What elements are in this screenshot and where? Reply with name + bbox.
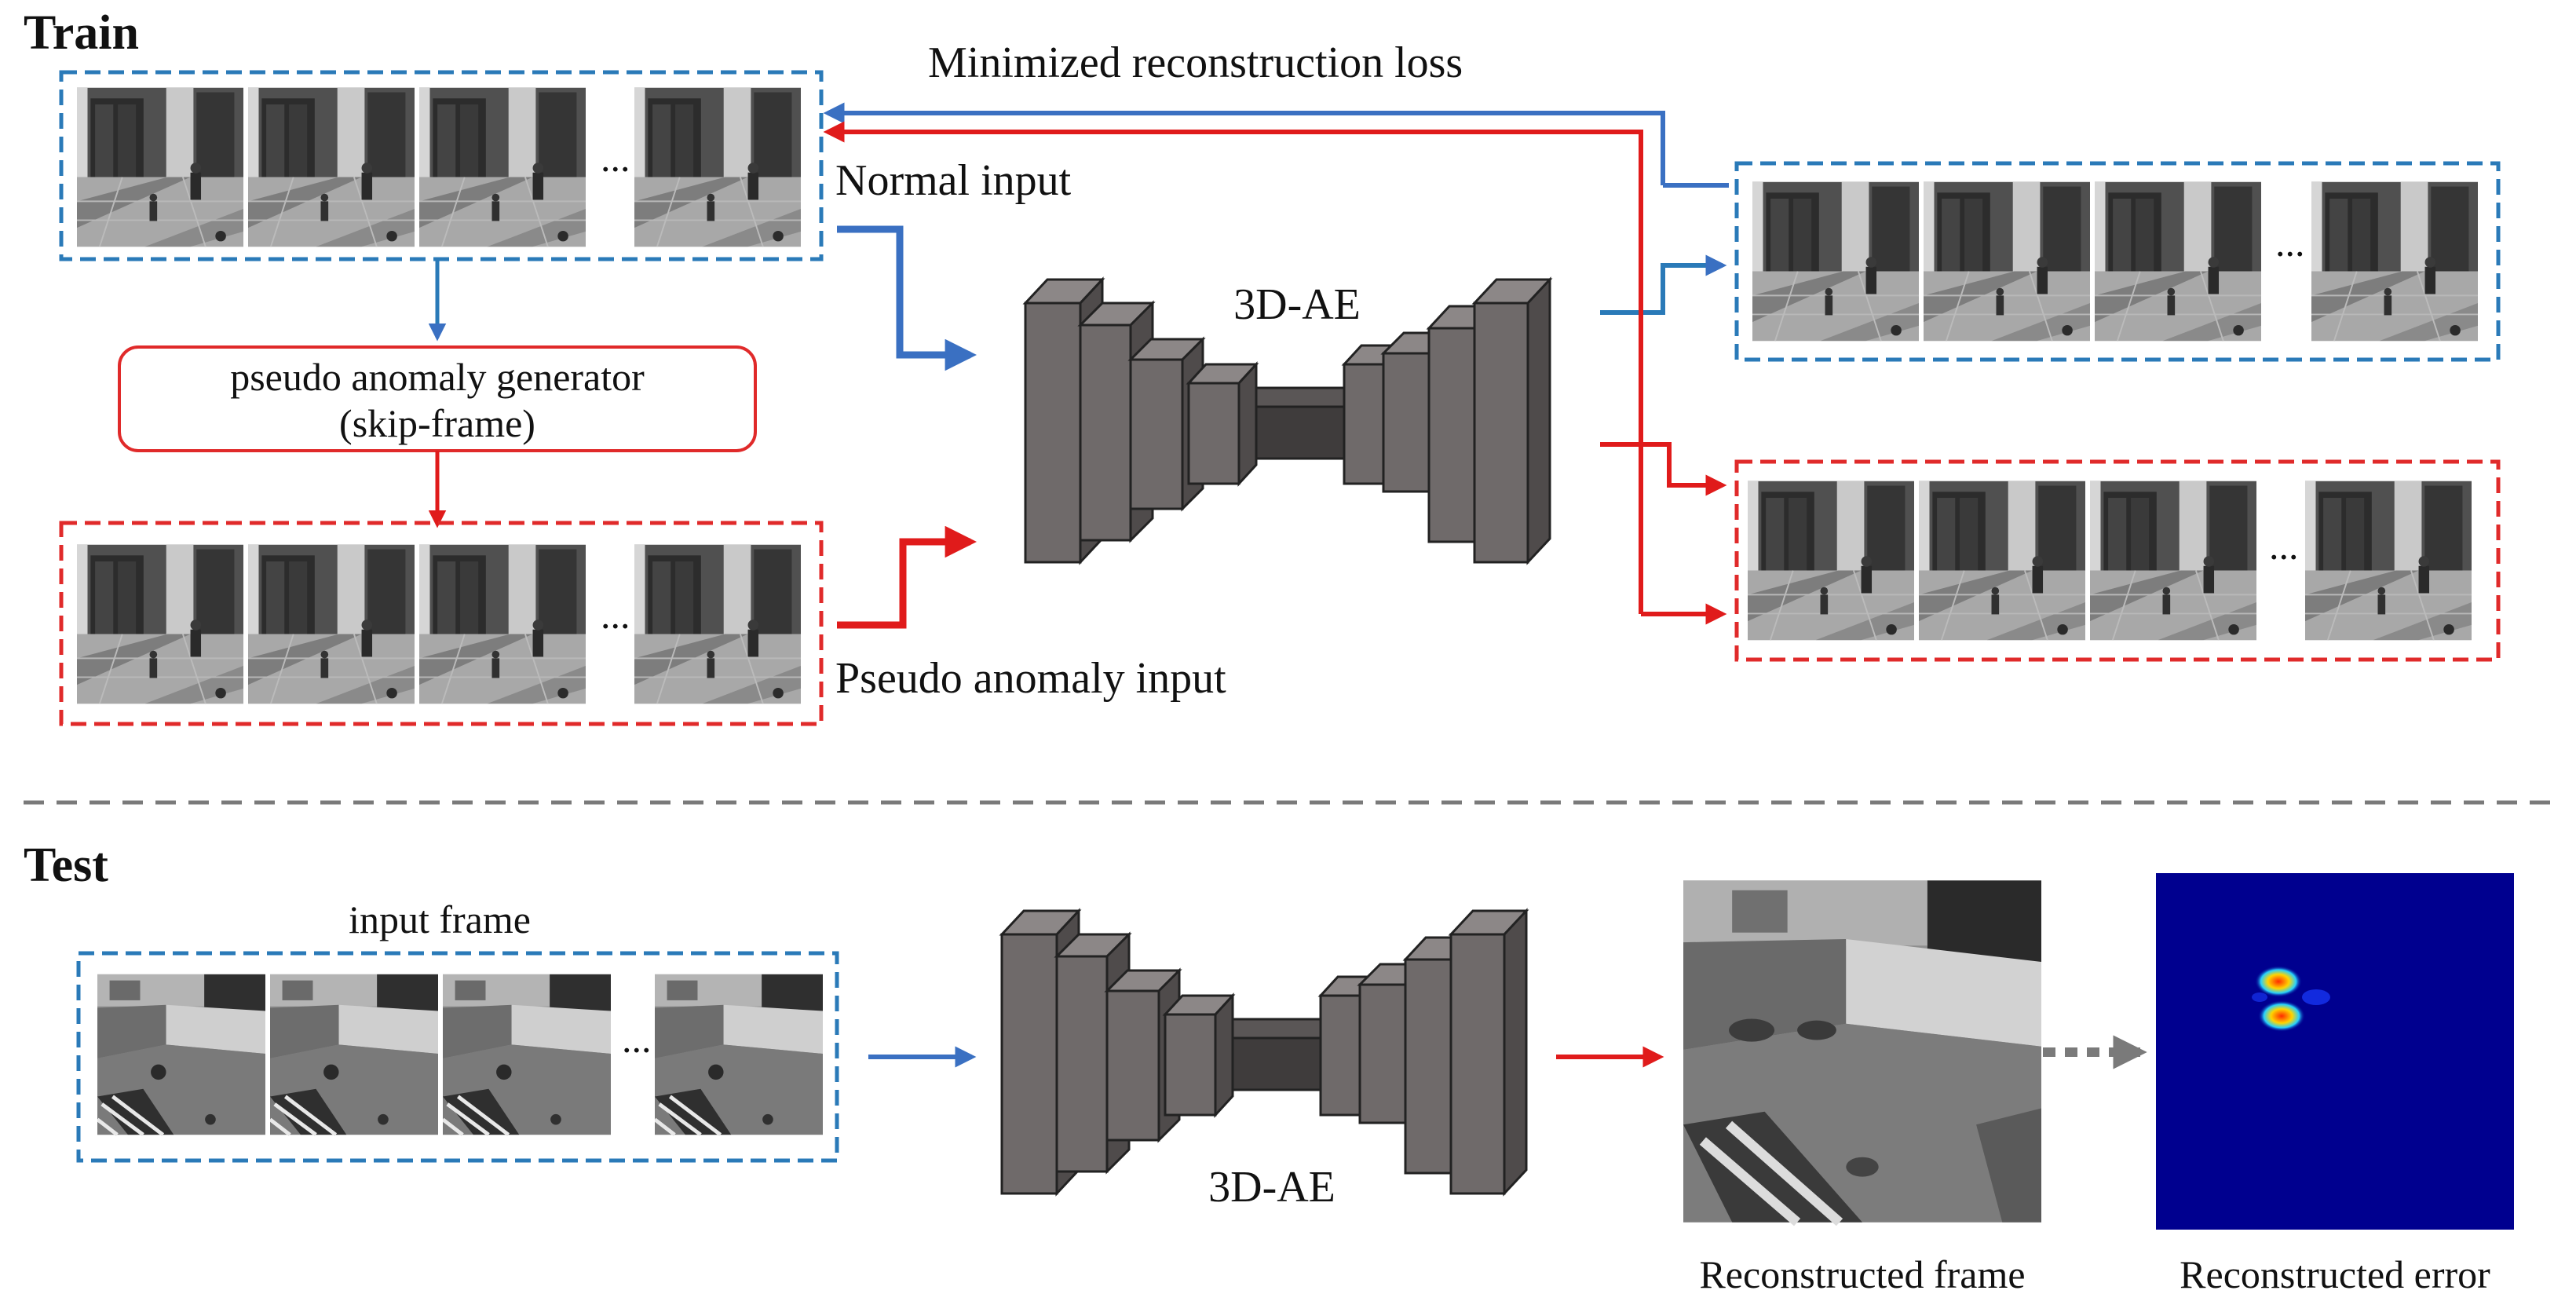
pseudo-input-arrow: [837, 525, 977, 629]
pseudo-anomaly-generator: pseudo anomaly generator (skip-frame): [118, 345, 757, 452]
reconstructed-error-label: Reconstructed error: [2180, 1252, 2490, 1296]
normal-reconstruction-clip: ...: [1734, 161, 2501, 362]
pseudo-recon-ellipsis: ...: [2269, 524, 2299, 568]
normal-input-clip: ...: [59, 70, 824, 261]
pseudo-input-frame-2: [248, 543, 415, 705]
test-input-frame-3: [443, 974, 611, 1135]
normal-input-frame-2: [248, 86, 415, 248]
normal-input-frame-3: [419, 86, 586, 248]
normal-output-arrow: [1600, 254, 1727, 315]
pseudo-recon-frame-1: [1748, 480, 1914, 642]
test-3d-autoencoder: 3D-AE: [999, 908, 1529, 1212]
test-input-frame-2: [270, 974, 438, 1135]
pseudo-recon-frame-n: [2305, 480, 2472, 642]
pseudo-recon-frame-3: [2090, 480, 2256, 642]
loss-label: Minimized reconstruction loss: [928, 38, 1463, 87]
normal-input-label: Normal input: [835, 156, 1072, 205]
normal-input-ellipsis: ...: [601, 136, 630, 180]
test-input-clip: ...: [76, 951, 839, 1163]
normal-input-arrow: [837, 225, 977, 371]
train-section-title: Train: [24, 6, 139, 60]
pseudo-output-arrow-top: [1600, 442, 1727, 496]
pseudo-input-ellipsis: ...: [601, 593, 630, 637]
normal-recon-frame-n: [2311, 181, 2478, 342]
pseudo-input-frame-n: [634, 543, 801, 705]
test-input-ellipsis: ...: [622, 1017, 652, 1061]
normal-recon-frame-3: [2095, 181, 2261, 342]
test-input-label: input frame: [349, 897, 531, 941]
pseudo-reconstruction-clip: ...: [1734, 459, 2501, 662]
pseudo-loss-feedback-arrow: [823, 121, 1643, 614]
reconstructed-error-heatmap: [2156, 873, 2514, 1230]
normal-recon-frame-2: [1924, 181, 2090, 342]
train-model-label: 3D-AE: [1233, 280, 1361, 329]
test-section-title: Test: [24, 839, 108, 892]
test-input-frame-1: [97, 974, 265, 1135]
pseudo-anomaly-input-clip: ...: [59, 521, 824, 726]
pseudo-input-frame-3: [419, 543, 586, 705]
reconstructed-frame-label: Reconstructed frame: [1699, 1252, 2025, 1296]
test-input-frame-n: [655, 974, 823, 1135]
normal-input-frame-n: [634, 86, 801, 248]
normal-recon-frame-1: [1752, 181, 1919, 342]
pseudo-recon-frame-2: [1919, 480, 2085, 642]
normal-recon-ellipsis: ...: [2275, 221, 2305, 265]
reconstructed-frame-image: [1683, 880, 2041, 1222]
generator-label-line2: (skip-frame): [339, 401, 535, 445]
pseudo-input-label: Pseudo anomaly input: [835, 654, 1226, 703]
pseudo-input-frame-1: [77, 543, 243, 705]
train-3d-autoencoder: 3D-AE: [1022, 276, 1553, 565]
normal-input-frame-1: [77, 86, 243, 248]
generator-label-line1: pseudo anomaly generator: [230, 355, 645, 399]
test-model-label: 3D-AE: [1208, 1163, 1336, 1212]
normal-loss-feedback-arrow: [823, 102, 1665, 185]
